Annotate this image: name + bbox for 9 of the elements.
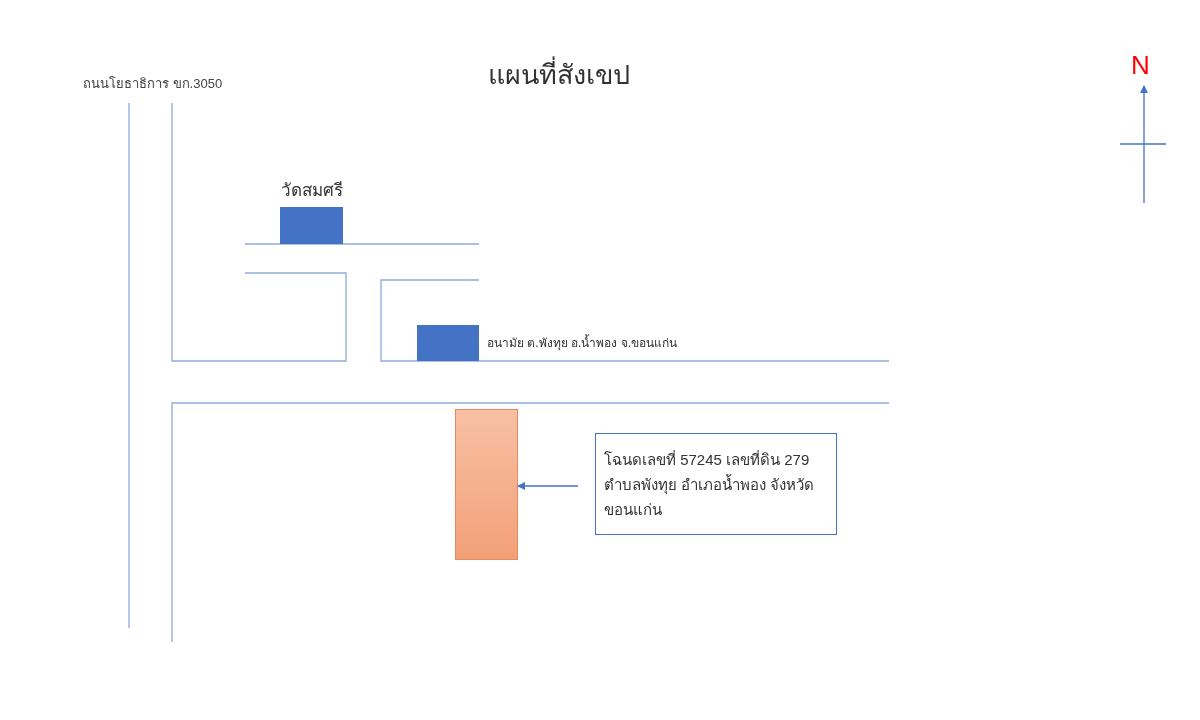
place-label: อนามัย ต.พังทุย อ.น้ำพอง จ.ขอนแก่น [487, 334, 677, 352]
place-label: วัดสมศรี [280, 179, 343, 202]
road-label: ถนนโยธาธิการ ขก.3050 [83, 75, 223, 93]
callout-box [595, 433, 837, 535]
map-title: แผนที่สังเขป [488, 55, 630, 96]
land-plot [455, 409, 518, 560]
arrow [517, 482, 579, 490]
north-label: N [1131, 49, 1150, 82]
callout-text: โฉนดเลขที่ 57245 เลขที่ดิน 279 ตำบลพังทุย อำเภอน้ำพอง จังหวัดขอนแก่น [604, 449, 816, 520]
